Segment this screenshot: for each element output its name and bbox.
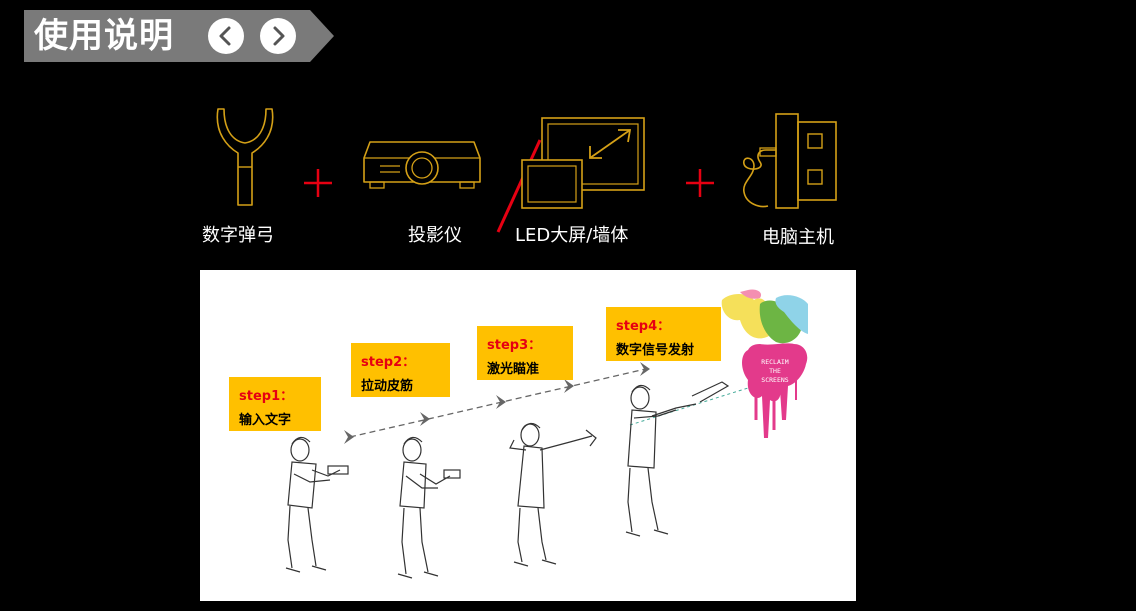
- person-figure-2: [397, 436, 461, 579]
- step-desc-1: 输入文字: [239, 413, 292, 428]
- splash-text-line1: RECLAIM: [761, 358, 788, 366]
- person-figure-4: [625, 381, 730, 537]
- step-box-2: step2： 拉动皮筋: [351, 343, 450, 397]
- splash-text-line3: SCREENS: [761, 376, 788, 384]
- device-label-led: LED大屏/墙体: [515, 225, 629, 246]
- chevron-left-icon: [219, 26, 231, 46]
- step-title-3: step3：: [487, 338, 542, 353]
- computer-host-icon: [743, 113, 837, 209]
- device-label-computer: 电脑主机: [762, 227, 834, 248]
- step-box-3: step3： 激光瞄准: [477, 326, 573, 380]
- step-title-2: step2：: [361, 355, 416, 370]
- plus-icon: [686, 169, 714, 197]
- steps-panel: RECLAIM THE SCREENS step1： 输入文字 step2： 拉…: [200, 270, 856, 601]
- led-screen-icon: [521, 117, 645, 209]
- device-label-projector: 投影仪: [408, 225, 462, 246]
- title-banner: 使用说明: [24, 10, 334, 62]
- person-figure-1: [285, 436, 349, 573]
- prev-button[interactable]: [208, 18, 244, 54]
- projector-icon: [363, 141, 481, 189]
- page-title: 使用说明: [34, 16, 174, 56]
- step-box-4: step4： 数字信号发射: [606, 307, 721, 361]
- person-figure-3: [509, 422, 597, 567]
- step-desc-3: 激光瞄准: [487, 362, 540, 377]
- step-desc-2: 拉动皮筋: [361, 379, 414, 394]
- step-title-4: step4：: [616, 319, 671, 334]
- device-label-slingshot: 数字弹弓: [202, 225, 274, 246]
- chevron-right-icon: [273, 26, 285, 46]
- next-button[interactable]: [260, 18, 296, 54]
- paint-splash-graphic: RECLAIM THE SCREENS: [721, 289, 808, 438]
- step-title-1: step1：: [239, 389, 294, 404]
- step-box-1: step1： 输入文字: [229, 377, 321, 431]
- step-desc-4: 数字信号发射: [616, 343, 695, 358]
- plus-icon: [304, 169, 332, 197]
- arrow-markers: [344, 362, 650, 444]
- title-banner-bg: [24, 10, 334, 62]
- splash-text-line2: THE: [769, 367, 781, 375]
- slingshot-icon: [216, 108, 274, 206]
- steps-scene: RECLAIM THE SCREENS: [285, 289, 808, 579]
- divider-slash: [496, 139, 542, 233]
